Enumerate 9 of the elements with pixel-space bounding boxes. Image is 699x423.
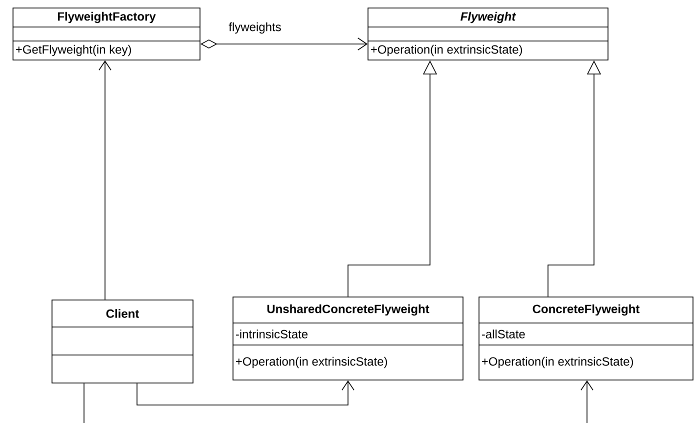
- class-box: ConcreteFlyweight -allState +Operation(in extrinsicState): [478, 296, 694, 380]
- class-box: Client: [52, 300, 194, 384]
- class-box: UnsharedConcreteFlyweight -intrinsicState +Operation(in extrinsicState): [232, 296, 464, 380]
- association-arrow: [98, 60, 112, 300]
- class-box: Flyweight +Operation(in extrinsicState): [368, 8, 608, 60]
- edge-label: flyweights: [228, 22, 281, 34]
- association-arrow: [580, 380, 594, 423]
- class-box: FlyweightFactory +GetFlyweight(in key): [12, 8, 200, 60]
- association-arrow: [136, 380, 354, 406]
